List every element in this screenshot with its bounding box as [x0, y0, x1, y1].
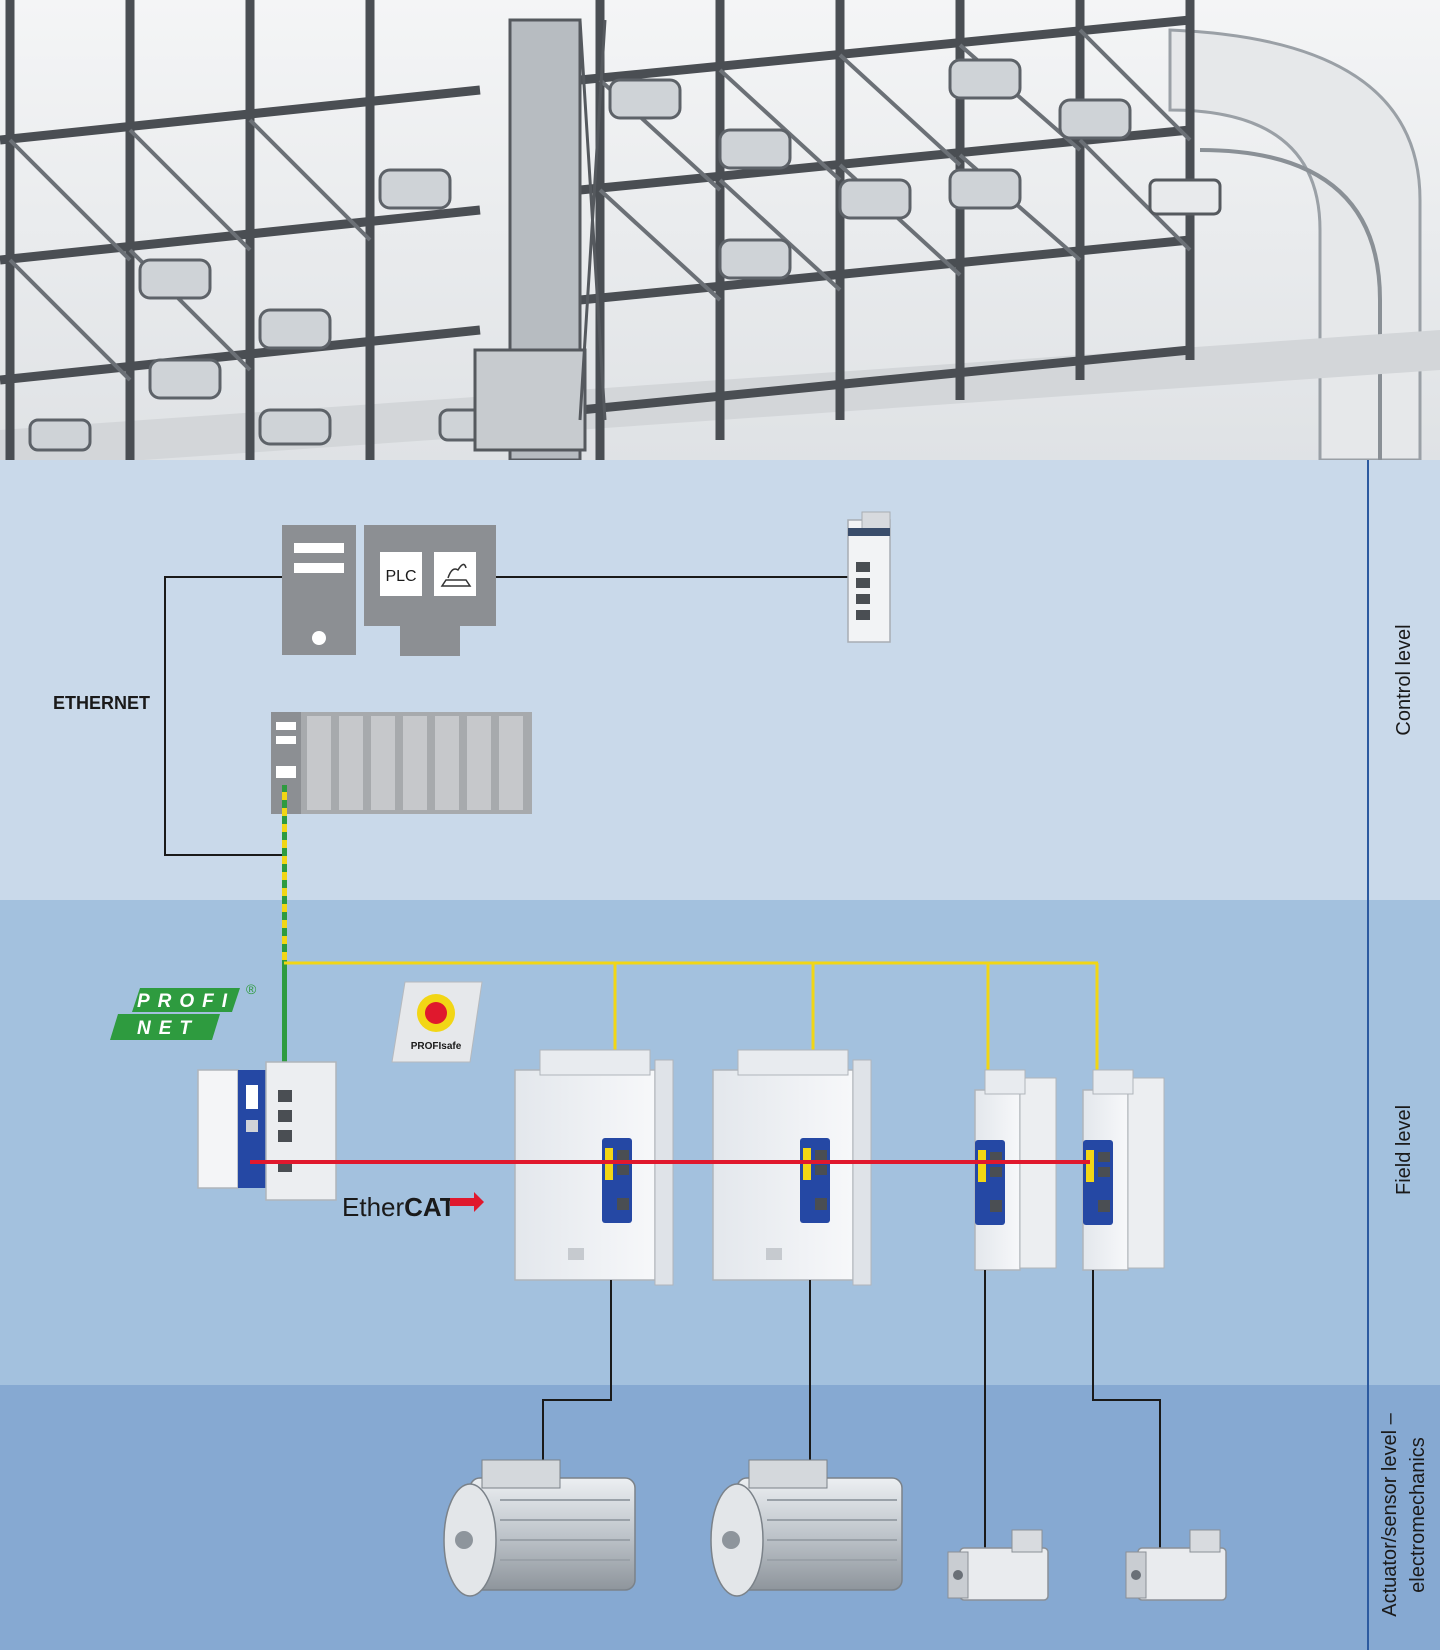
actuator-level-label-line2: electromechanics	[1407, 1437, 1429, 1593]
ethercat-arrow-icon	[450, 1192, 484, 1212]
large-motor-2-icon	[710, 1459, 903, 1597]
hmi-monitor-icon: PLC	[364, 525, 496, 656]
ethercat-logo: EtherCAT	[342, 1192, 484, 1222]
motor-cables	[542, 1270, 1161, 1565]
control-level-label: Control level	[1393, 624, 1415, 735]
ethercat-logo-text: EtherCAT	[342, 1192, 456, 1222]
large-drive-2-icon	[712, 1049, 872, 1286]
profinet-logo-bottom: NET	[137, 1018, 199, 1039]
ethercat-suffix: CAT	[404, 1192, 456, 1222]
field-level-label: Field level	[1393, 1105, 1415, 1195]
ethernet-lines	[164, 576, 855, 856]
large-motor-1-icon	[443, 1459, 636, 1597]
servo-motor-2-icon	[1125, 1529, 1227, 1601]
gateway-device-icon	[847, 511, 891, 643]
actuator-level-label-line1: Actuator/sensor level –	[1379, 1412, 1401, 1616]
small-drive-2-icon	[1082, 1069, 1165, 1271]
control-level-band	[0, 460, 1440, 900]
profinet-registered-mark: ®	[246, 981, 257, 997]
field-controller-icon	[197, 1061, 337, 1201]
profinet-logo: PROFI NET ®	[110, 981, 257, 1040]
controller-rack-icon	[271, 712, 532, 814]
small-drive-1-icon	[974, 1069, 1057, 1271]
profisafe-label: PROFIsafe	[411, 1041, 462, 1052]
plc-label: PLC	[385, 568, 416, 585]
warehouse-illustration	[0, 0, 1440, 470]
ethercat-prefix: Ether	[342, 1192, 404, 1222]
machine-hand-icon	[440, 563, 472, 587]
ethernet-label: ETHERNET	[53, 693, 150, 713]
large-drive-1-icon	[514, 1049, 674, 1286]
servo-motor-1-icon	[947, 1529, 1049, 1601]
profisafe-badge: PROFIsafe	[391, 981, 483, 1063]
pc-tower-icon	[282, 525, 356, 655]
profinet-logo-top: PROFI	[137, 991, 235, 1012]
